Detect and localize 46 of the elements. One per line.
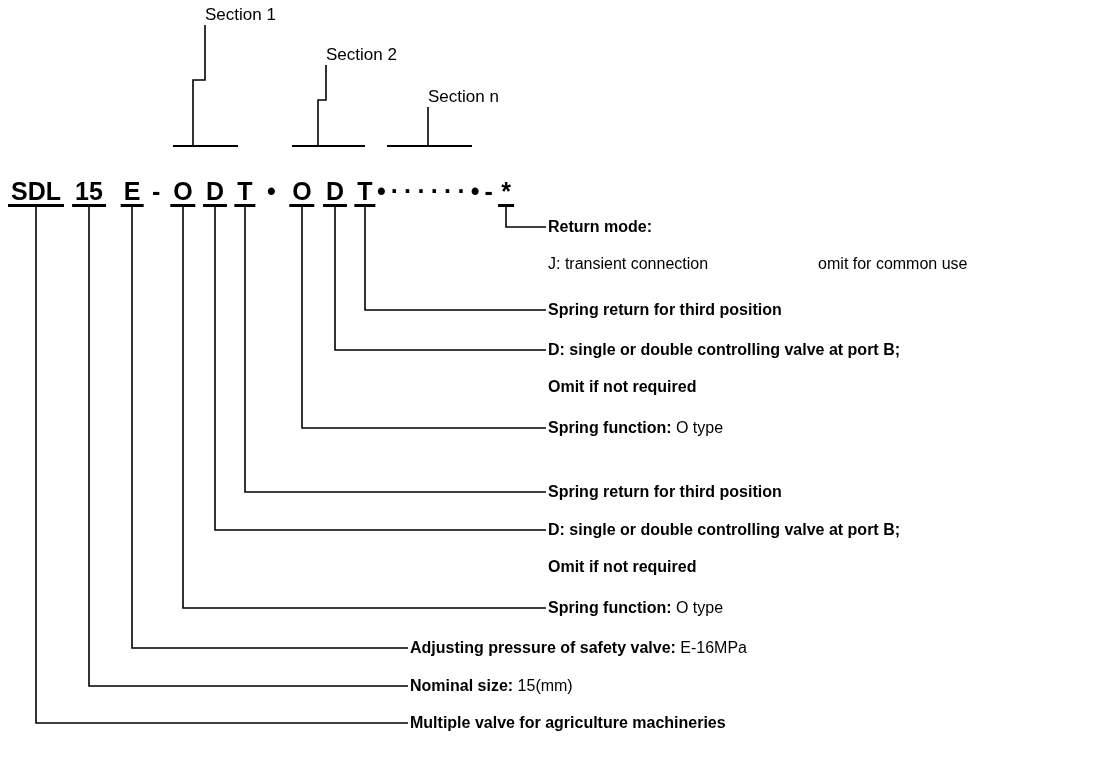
leader-line (182, 206, 547, 609)
code-segment: D (202, 178, 228, 207)
bracket-line (173, 145, 238, 147)
description-text: Spring function: O type (548, 598, 724, 618)
bracket-line (387, 145, 472, 147)
code-segment: SDL (8, 178, 64, 207)
description-text: Nominal size: 15(mm) (410, 676, 573, 696)
code-segment: T (354, 178, 376, 207)
code-segment: * (498, 178, 514, 207)
option-text: omit for common use (818, 254, 968, 274)
leader-line (317, 64, 327, 146)
section-label: Section 2 (326, 45, 397, 65)
code-segment: E (120, 178, 144, 207)
description-text: Return mode: (548, 217, 653, 237)
description-text: Omit if not required (548, 557, 698, 577)
description-text: Adjusting pressure of safety valve: E-16MPa (410, 638, 747, 658)
description-text: Spring function: O type (548, 418, 724, 438)
leader-line (427, 106, 429, 146)
leader-line (214, 206, 547, 531)
section-label: Section n (428, 87, 499, 107)
description-text: Spring return for third position (548, 482, 782, 502)
description-text: D: single or double controlling valve at port B; (548, 520, 901, 540)
leader-line (244, 206, 547, 493)
leader-line (88, 206, 409, 687)
code-segment: D (322, 178, 348, 207)
code-segment: O (170, 178, 196, 207)
leader-line (364, 206, 547, 311)
leader-line (301, 206, 547, 429)
leader-line (192, 24, 206, 146)
code-segment: O (289, 178, 315, 207)
section-label: Section 1 (205, 5, 276, 25)
option-text: J: transient connection (548, 254, 709, 274)
leader-line (334, 206, 547, 351)
description-text: Multiple valve for agriculture machineries (410, 713, 726, 733)
code-segment: T (234, 178, 256, 207)
leader-line (131, 206, 409, 649)
code-segment: 15 (72, 178, 106, 207)
bracket-line (292, 145, 365, 147)
separator-symbol: •······•- (377, 178, 498, 204)
description-text: D: single or double controlling valve at port B; (548, 340, 901, 360)
separator-symbol: - (152, 178, 161, 204)
separator-symbol: • (267, 178, 276, 204)
leader-line (35, 206, 409, 724)
leader-line (505, 206, 547, 228)
description-text: Spring return for third position (548, 300, 782, 320)
description-text: Omit if not required (548, 377, 698, 397)
